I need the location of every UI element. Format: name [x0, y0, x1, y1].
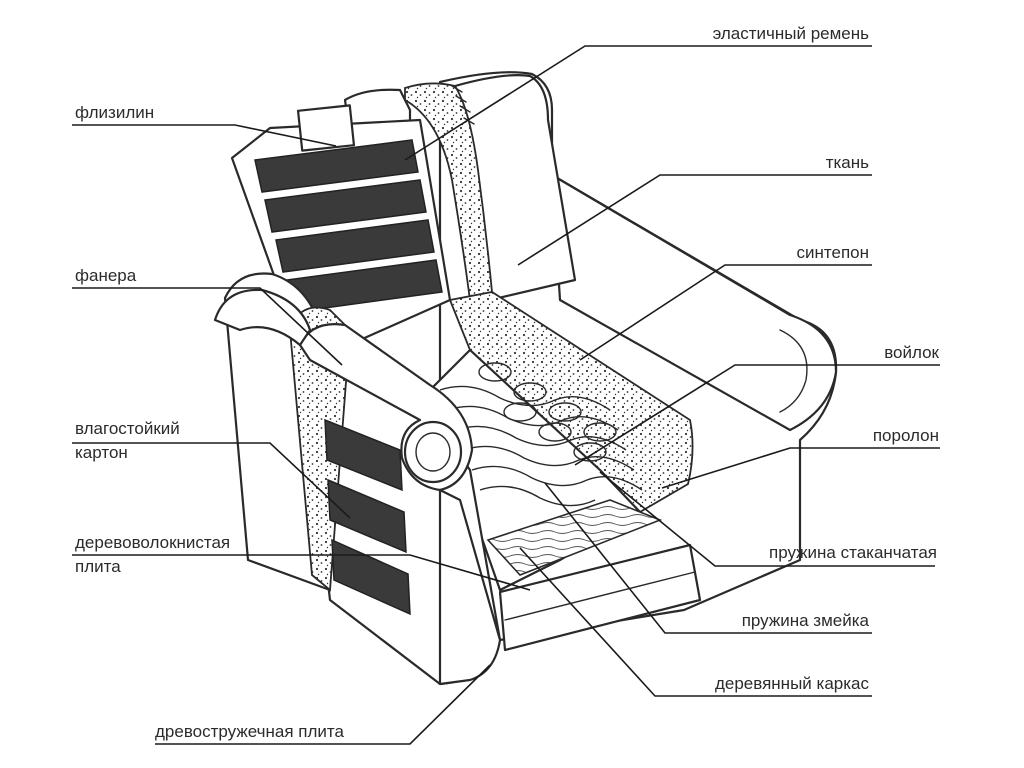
label-foam-rubber: поролон	[873, 426, 939, 445]
label-pocket-spring: пружина стаканчатая	[769, 543, 937, 562]
front-base	[498, 543, 702, 652]
labels: эластичный ремень флизилин ткань синтепо…	[75, 24, 940, 741]
interlining-panel	[296, 104, 356, 152]
label-fabric: ткань	[826, 153, 869, 172]
label-fiberboard-line2: плита	[75, 557, 121, 576]
label-wood-frame: деревянный каркас	[715, 674, 870, 693]
pocket-springs	[478, 362, 617, 462]
label-felt: войлок	[884, 343, 939, 362]
left-arm-plates	[324, 418, 411, 616]
leader-lines	[72, 45, 940, 745]
label-elastic-belt: эластичный ремень	[713, 24, 870, 43]
back-foam-layer	[404, 82, 493, 302]
label-particle-board: древостружечная плита	[155, 722, 344, 741]
label-interlining: флизилин	[75, 103, 154, 122]
label-sintepon: синтепон	[797, 243, 869, 262]
label-snake-spring: пружина змейка	[742, 611, 870, 630]
back-slats	[254, 139, 443, 313]
armchair-drawing	[213, 71, 838, 686]
label-cardboard-line2: картон	[75, 443, 128, 462]
label-fiberboard-line1: деревоволокнистая	[75, 533, 230, 552]
label-plywood: фанера	[75, 266, 137, 285]
right-arm-roll	[550, 173, 838, 432]
snake-springs	[439, 385, 643, 507]
left-arm-scroll-top	[213, 288, 312, 347]
label-cardboard-line1: влагостойкий	[75, 419, 180, 438]
